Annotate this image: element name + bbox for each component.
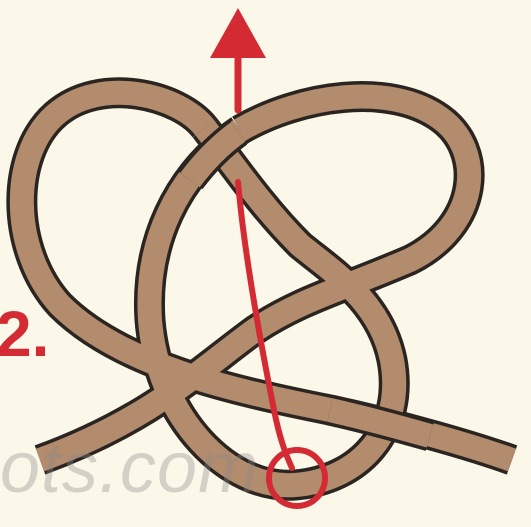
rope-fill [22,93,512,485]
step-number: 2. [0,302,49,366]
watermark-text: ots.com [0,432,259,504]
